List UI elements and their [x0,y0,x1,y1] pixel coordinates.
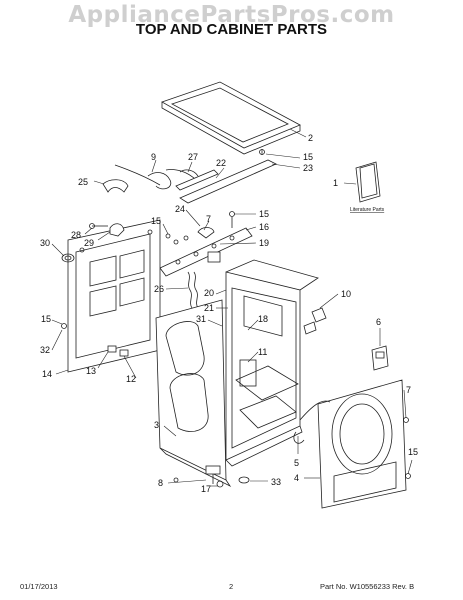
callout-labels: 2 9 27 22 15 23 25 1 24 7 15 15 16 19 28… [40,133,418,494]
callout-11: 11 [258,347,267,357]
callout-8: 8 [158,478,163,488]
callout-7-bracket: 7 [206,214,211,224]
callout-15-top: 15 [303,152,313,162]
page-title: TOP AND CABINET PARTS [135,21,328,38]
top-panel [161,81,301,155]
callout-28: 28 [71,230,81,240]
callout-29: 29 [84,238,94,248]
callout-1: 1 [333,178,338,188]
callout-9: 9 [151,152,156,162]
footer-part-number: Part No. W10556233 Rev. B [320,582,415,591]
footer-page-number: 2 [229,582,234,591]
callout-2: 2 [308,133,313,143]
rear-panel [67,219,161,373]
front-bracket [159,211,253,277]
callout-13: 13 [86,366,96,376]
callout-19: 19 [259,238,269,248]
literature-parts-label: Literature Parts [350,207,385,213]
callout-23: 23 [303,163,313,173]
top-rail [175,149,277,204]
leveling-feet [173,465,250,488]
callout-21: 21 [204,303,214,313]
footer-date: 01/17/2013 [20,582,58,591]
front-panel [317,379,411,509]
callout-15-bracket: 15 [151,216,161,226]
junction-box [207,251,221,263]
site-watermark: AppliancePartsPros.com [68,2,395,28]
cabinet-frame [225,259,319,467]
door-wire [293,400,331,444]
callout-15-screw: 15 [259,209,269,219]
callout-22: 22 [216,158,226,168]
callout-33: 33 [271,477,281,487]
callout-14: 14 [42,369,52,379]
rear-screws [61,223,125,329]
callout-7-front: 7 [406,385,411,395]
callout-10: 10 [341,289,351,299]
callout-25: 25 [78,177,88,187]
callout-27: 27 [188,152,198,162]
callout-4: 4 [294,473,299,483]
callout-24: 24 [175,204,185,214]
literature-booklet [355,161,381,203]
callout-16: 16 [259,222,269,232]
callout-15-front: 15 [408,447,418,457]
callout-20: 20 [204,288,214,298]
callout-5: 5 [294,458,299,468]
leader-lines [51,128,413,487]
callout-18: 18 [258,314,268,324]
callout-30: 30 [40,238,50,248]
drain-hose [187,271,199,309]
hose-assembly [102,164,199,193]
cabinet-side-panel [155,299,232,488]
callout-3: 3 [154,420,159,430]
right-components [303,307,389,371]
callout-6: 6 [376,317,381,327]
callout-31: 31 [196,314,206,324]
callout-12: 12 [126,374,136,384]
callout-15-rear: 15 [41,314,51,324]
callout-17: 17 [201,484,211,494]
callout-26: 26 [154,284,164,294]
callout-32: 32 [40,345,50,355]
